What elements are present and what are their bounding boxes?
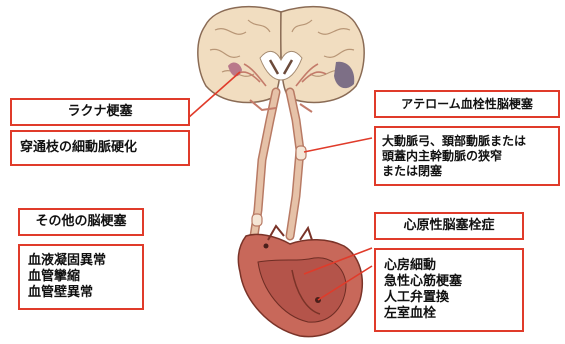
atherothrombotic-cause-item: 大動脈弓、頚部動脈または bbox=[382, 134, 526, 149]
cardioembolic-stroke-causes: 心房細動 急性心筋梗塞 人工弁置換 左室血栓 bbox=[374, 248, 524, 332]
atherothrombotic-cause-item: 頭蓋内主幹動脈の狭窄 bbox=[382, 149, 502, 164]
cardioembolic-cause-item: 急性心筋梗塞 bbox=[384, 274, 462, 290]
cardioembolic-cause-item: 左室血栓 bbox=[384, 306, 436, 322]
other-infarction-title: その他の脳梗塞 bbox=[18, 208, 144, 236]
other-cause-item: 血液凝固異常 bbox=[28, 253, 106, 269]
atherothrombotic-cause-item: または閉塞 bbox=[382, 164, 442, 179]
atherothrombotic-infarction-title: アテローム血栓性脳梗塞 bbox=[374, 90, 560, 118]
cerebral-arteries bbox=[250, 92, 312, 236]
lacunar-infarction-cause: 穿通枝の細動脈硬化 bbox=[10, 130, 190, 166]
cardioembolic-stroke-title: 心原性脳塞栓症 bbox=[374, 212, 524, 240]
other-cause-item: 血管攣縮 bbox=[28, 269, 80, 285]
cardioembolic-title-text: 心原性脳塞栓症 bbox=[403, 218, 494, 234]
other-infarction-causes: 血液凝固異常 血管攣縮 血管壁異常 bbox=[18, 244, 144, 310]
atherothrombotic-title-text: アテローム血栓性脳梗塞 bbox=[401, 97, 533, 112]
lacunar-infarction-title: ラクナ梗塞 bbox=[10, 98, 190, 126]
other-title-text: その他の脳梗塞 bbox=[35, 214, 126, 230]
lacunar-cause-text: 穿通枝の細動脈硬化 bbox=[20, 140, 137, 156]
lacunar-title-text: ラクナ梗塞 bbox=[67, 104, 132, 120]
cardioembolic-cause-item: 人工弁置換 bbox=[384, 290, 449, 306]
other-cause-item: 血管壁異常 bbox=[28, 285, 93, 301]
atherothrombotic-infarction-causes: 大動脈弓、頚部動脈または 頭蓋内主幹動脈の狭窄 または閉塞 bbox=[374, 126, 560, 186]
heart-illustration bbox=[238, 226, 362, 337]
cardioembolic-cause-item: 心房細動 bbox=[384, 258, 436, 274]
